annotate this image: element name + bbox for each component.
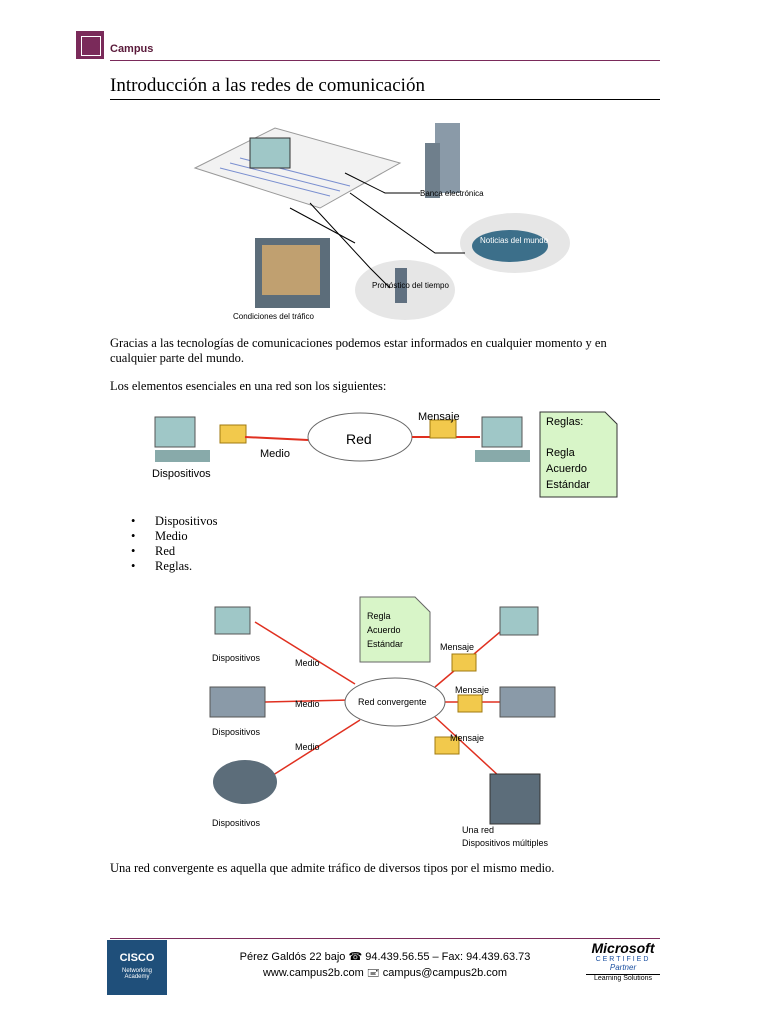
- label-dispositivos-multiples: Dispositivos múltiples: [462, 838, 549, 848]
- document-sheet: [193, 127, 402, 209]
- building-icon: [425, 123, 460, 198]
- label-pronostico: Pronóstico del tiempo: [372, 281, 449, 290]
- satellite-dish-icon: [213, 760, 277, 804]
- link-line: [244, 436, 309, 441]
- page-title: Introducción a las redes de comunicación: [110, 75, 425, 96]
- ms-partner: Partner: [609, 963, 637, 972]
- label-reglas-title: Reglas:: [546, 416, 583, 428]
- label-acuerdo: Acuerdo: [546, 463, 587, 475]
- computer-right-icon: [475, 416, 530, 462]
- computer-icon-right: [499, 606, 539, 636]
- label-regla: Regla: [546, 447, 576, 459]
- list-item: Reglas.: [131, 559, 218, 574]
- envelope-icon-1: [451, 653, 477, 672]
- label-dispositivos-3: Dispositivos: [212, 818, 261, 828]
- label-mensaje-2: Mensaje: [455, 685, 489, 695]
- list-item: Dispositivos: [131, 514, 218, 529]
- phone-icon: [209, 686, 266, 718]
- envelope-icon: [219, 424, 247, 444]
- label-una-red: Una red: [462, 825, 494, 835]
- footer-address: Pérez Galdós 22 bajo ☎ 94.439.56.55 – Fa…: [239, 951, 531, 963]
- label-estandar-3: Estándar: [367, 639, 403, 649]
- traffic-tv-icon: [255, 238, 330, 308]
- list-item: Medio: [131, 529, 218, 544]
- label-dispositivos: Dispositivos: [152, 468, 211, 480]
- computer-left-icon: [154, 416, 210, 462]
- list-item: Red: [131, 544, 218, 559]
- label-regla-3: Regla: [367, 611, 391, 621]
- label-acuerdo-3: Acuerdo: [367, 625, 401, 635]
- paragraph-intro: Gracias a las tecnologías de comunicacio…: [110, 336, 607, 365]
- label-mensaje-1: Mensaje: [440, 642, 474, 652]
- ms-name: Microsoft: [591, 940, 655, 956]
- cisco-line1: Networking: [121, 968, 152, 974]
- envelope-icon-2: [457, 694, 483, 713]
- cloud-red-convergente: [344, 677, 446, 727]
- label-dispositivos-2: Dispositivos: [212, 727, 261, 737]
- rules-note: [539, 411, 618, 498]
- header-rule: [110, 60, 660, 61]
- figure-converged-network: Regla Acuerdo Estándar Dispositivos Medi…: [209, 596, 556, 848]
- computer-icon-3: [214, 606, 251, 635]
- paragraph-converged: Una red convergente es aquella que admit…: [110, 861, 555, 875]
- label-medio-1: Medio: [295, 658, 320, 668]
- label-estandar: Estándar: [546, 479, 590, 491]
- brand-name: Campus: [110, 43, 154, 55]
- footer-rule: [110, 938, 660, 939]
- label-mensaje: Mensaje: [418, 411, 460, 423]
- weather-instrument-icon: [395, 268, 407, 303]
- computer-icon: [249, 137, 291, 169]
- label-red-convergente: Red convergente: [358, 697, 427, 707]
- envelope-icon-3: [434, 736, 460, 755]
- title-rule: [110, 99, 660, 100]
- figure-information-sources: Banca electrónica Noticias del mundo Pro…: [193, 123, 570, 321]
- cisco-line2: Academy: [124, 974, 150, 980]
- world-map-icon: [472, 230, 548, 262]
- rules-note-3: [359, 596, 431, 663]
- ms-certified: CERTIFIED: [595, 956, 651, 963]
- label-noticias: Noticias del mundo: [480, 236, 549, 245]
- figure-network-elements: Dispositivos Medio Red Mensaje Reglas: R…: [152, 411, 618, 498]
- ms-learning: Learning Solutions: [586, 974, 660, 982]
- footer-web: www.campus2b.com 🖃 campus@campus2b.com: [262, 967, 508, 979]
- label-medio-2: Medio: [295, 699, 320, 709]
- label-trafico: Condiciones del tráfico: [233, 312, 314, 321]
- campus-logo: [76, 31, 104, 59]
- paragraph-elements: Los elementos esenciales en una red son …: [110, 379, 387, 393]
- label-medio-3: Medio: [295, 742, 320, 752]
- elements-list: Dispositivos Medio Red Reglas.: [131, 514, 218, 574]
- envelope-icon-right: [429, 419, 457, 439]
- cisco-name: CISCO: [119, 952, 155, 964]
- phone-icon-right: [499, 686, 556, 718]
- label-medio: Medio: [260, 448, 290, 460]
- label-dispositivos-1: Dispositivos: [212, 653, 261, 663]
- label-mensaje-3: Mensaje: [450, 733, 484, 743]
- tv-icon: [489, 773, 541, 825]
- cisco-logo: CISCO Networking Academy: [107, 940, 167, 995]
- label-red: Red: [346, 431, 372, 447]
- label-banca: Banca electrónica: [420, 189, 484, 198]
- arrows: [289, 172, 465, 289]
- microsoft-logo: Microsoft CERTIFIED Partner Learning Sol…: [586, 940, 660, 982]
